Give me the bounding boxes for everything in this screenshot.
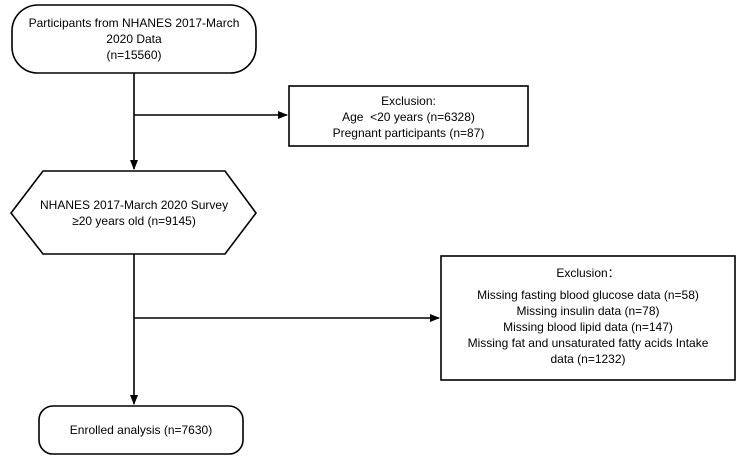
source-label: Participants from NHANES 2017-March 2020…: [12, 15, 256, 63]
exclusion2-node: [440, 255, 736, 381]
survey-label: NHANES 2017-March 2020 Survey ≥20 years …: [40, 197, 228, 229]
exclusion1-node: [288, 85, 529, 147]
enrolled-label: Enrolled analysis (n=7630): [39, 422, 243, 438]
survey-line-2: ≥20 years old (n=9145): [72, 214, 196, 228]
enrolled-line-1: Enrolled analysis (n=7630): [69, 423, 213, 437]
source-line-2: 2020 Data: [106, 32, 162, 46]
exclusion2-label: Exclusion： Missing fasting blood glucose…: [441, 265, 735, 367]
exclusion2-line-1: Missing fasting blood glucose data (n=58…: [477, 288, 699, 302]
source-line-1: Participants from NHANES 2017-March: [28, 16, 240, 30]
source-line-3: (n=15560): [106, 48, 162, 62]
exclusion2-title: Exclusion：: [556, 266, 620, 280]
survey-line-1: NHANES 2017-March 2020 Survey: [40, 198, 229, 212]
exclusion1-label: Exclusion: Age <20 years (n=6328) Pregna…: [289, 93, 528, 141]
exclusion1-title: Exclusion:: [381, 94, 436, 108]
exclusion2-line-2: Missing insulin data (n=78): [516, 304, 660, 318]
exclusion1-line-2: Pregnant participants (n=87): [332, 126, 485, 140]
exclusion1-line-1: Age <20 years (n=6328): [342, 110, 475, 124]
source-node: [11, 4, 257, 74]
exclusion2-line-3: Missing blood lipid data (n=147): [503, 320, 673, 334]
survey-node: [9, 170, 257, 255]
exclusion2-line-5: data (n=1232): [550, 352, 626, 366]
exclusion2-line-4: Missing fat and unsaturated fatty acids …: [467, 336, 709, 350]
enrolled-node: [38, 405, 244, 455]
